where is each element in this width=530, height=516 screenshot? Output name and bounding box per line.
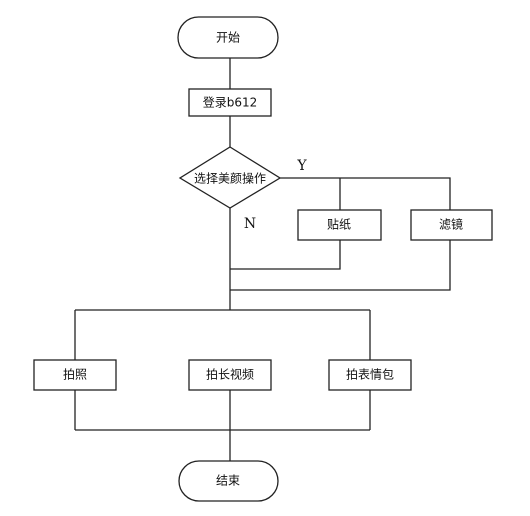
end-node: 结束 xyxy=(178,460,279,502)
connector-filter-merge xyxy=(230,240,451,291)
decision-node: 选择美颜操作 xyxy=(178,146,282,209)
sticker-box xyxy=(297,209,382,241)
long-video-label: 拍长视频 xyxy=(206,367,254,382)
filter-label: 滤镜 xyxy=(439,217,463,232)
login-node: 登录b612 xyxy=(188,88,272,117)
photo-box xyxy=(33,359,117,391)
decision-diamond xyxy=(178,146,282,209)
long-video-node: 拍长视频 xyxy=(188,359,272,391)
login-box xyxy=(188,88,272,117)
connector-sticker-merge xyxy=(230,240,341,270)
emoji-node: 拍表情包 xyxy=(328,359,412,391)
photo-label: 拍照 xyxy=(63,367,87,382)
end-label: 结束 xyxy=(216,474,240,488)
photo-node: 拍照 xyxy=(33,359,117,391)
yes-branch-label: Y xyxy=(296,158,307,174)
start-terminator xyxy=(177,16,279,59)
decision-label: 选择美颜操作 xyxy=(194,171,266,186)
connectors xyxy=(74,58,451,461)
filter-box xyxy=(410,209,493,241)
no-branch-label: N xyxy=(244,216,256,232)
start-node: 开始 xyxy=(177,16,279,59)
sticker-label: 贴纸 xyxy=(327,218,351,232)
long-video-box xyxy=(188,359,272,391)
sticker-node: 贴纸 xyxy=(297,209,382,241)
start-label: 开始 xyxy=(216,31,240,45)
login-label: 登录b612 xyxy=(203,95,258,110)
end-terminator xyxy=(178,460,279,502)
emoji-label: 拍表情包 xyxy=(346,367,394,382)
emoji-box xyxy=(328,359,412,391)
connector-yes-branch xyxy=(280,177,451,210)
filter-node: 滤镜 xyxy=(410,209,493,241)
